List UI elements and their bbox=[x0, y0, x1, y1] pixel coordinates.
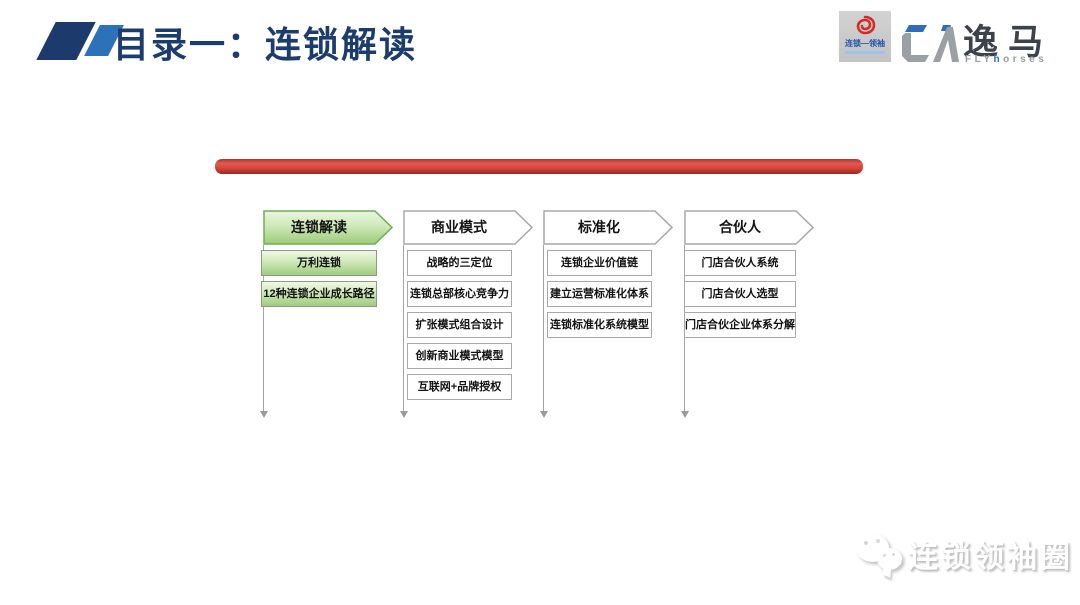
diagram-item: 连锁标准化系统模型 bbox=[547, 312, 652, 338]
diagram-item: 连锁企业价值链 bbox=[547, 250, 652, 276]
stage-arrow-icon bbox=[543, 210, 673, 245]
wechat-eye bbox=[876, 539, 880, 543]
brand-subtitle: FLYhorses bbox=[965, 54, 1048, 65]
stage-header-label: 合伙人 bbox=[719, 219, 761, 235]
stage-arrow-icon bbox=[403, 210, 533, 245]
stage-arrow-icon bbox=[263, 210, 393, 245]
slash-marks-icon bbox=[36, 21, 124, 61]
partner-badge-label: 连锁—领袖 bbox=[845, 39, 885, 48]
arrow-down-icon bbox=[540, 411, 548, 418]
stage-header-label: 商业模式 bbox=[431, 219, 487, 235]
flow-line bbox=[543, 245, 544, 412]
phoenix-icon bbox=[856, 15, 876, 35]
diagram-item: 门店合伙人系统 bbox=[684, 250, 796, 276]
arrow-down-icon bbox=[681, 411, 689, 418]
stage-arrow-icon bbox=[684, 210, 814, 245]
diagram-item: 创新商业模式模型 bbox=[407, 343, 512, 369]
diagram-item: 战略的三定位 bbox=[407, 250, 512, 276]
watermark: 连锁领袖圈 bbox=[850, 531, 1073, 578]
diagram-item: 门店合伙人选型 bbox=[684, 281, 796, 307]
partner-badge: 连锁—领袖 bbox=[839, 11, 891, 62]
diagram-item: 门店合伙企业体系分解 bbox=[684, 312, 796, 338]
diagram-item: 万利连锁 bbox=[261, 250, 377, 276]
brand-mark-icon bbox=[902, 25, 959, 62]
wechat-icon bbox=[850, 531, 908, 578]
stage-header-label: 标准化 bbox=[578, 219, 620, 235]
wechat-eye bbox=[883, 554, 886, 557]
wechat-eye bbox=[892, 553, 895, 556]
wechat-eye bbox=[864, 541, 868, 545]
red-divider bbox=[215, 159, 863, 174]
flow-line bbox=[403, 245, 404, 412]
stage-header-label: 连锁解读 bbox=[291, 219, 347, 235]
partner-badge-subline bbox=[845, 51, 885, 54]
flow-line bbox=[263, 245, 264, 412]
wechat-bubble-small bbox=[877, 548, 902, 570]
diagram-item: 扩张模式组合设计 bbox=[407, 312, 512, 338]
watermark-text: 连锁领袖圈 bbox=[908, 541, 1073, 574]
arrow-down-icon bbox=[260, 411, 268, 418]
diagram-item: 12种连锁企业成长路径 bbox=[261, 281, 377, 307]
brand-name: 逸马 bbox=[963, 23, 1054, 62]
diagram-item: 建立运营标准化体系 bbox=[547, 281, 652, 307]
brand-logo: 逸马 FLYhorses bbox=[897, 14, 1047, 66]
diagram-item: 互联网+品牌授权 bbox=[407, 374, 512, 400]
diagram-item: 连锁总部核心竞争力 bbox=[407, 281, 512, 307]
page-title: 目录一：连锁解读 bbox=[113, 25, 418, 65]
arrow-down-icon bbox=[400, 411, 408, 418]
